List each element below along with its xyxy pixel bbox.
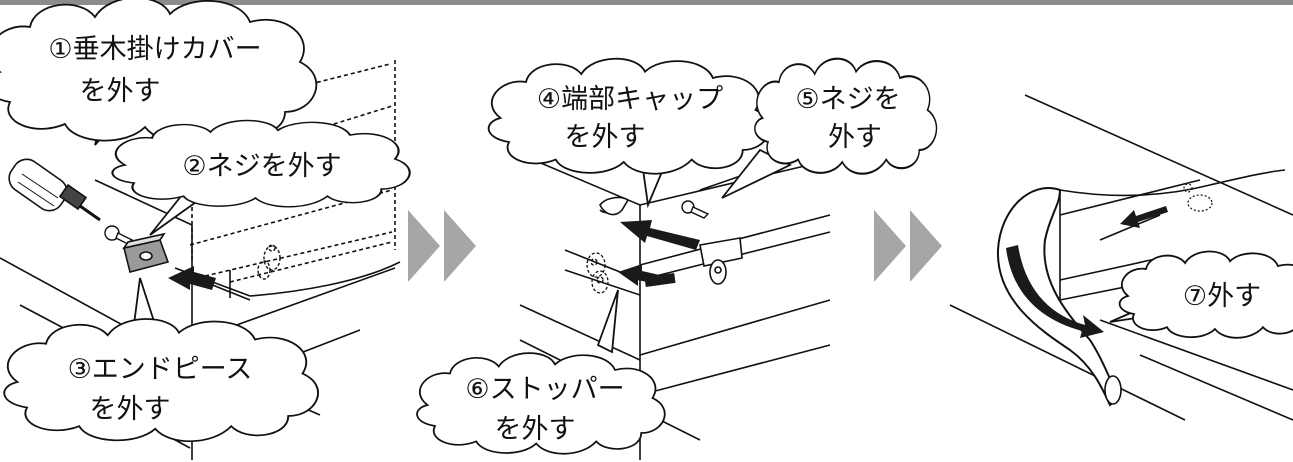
arrow-icon [620, 220, 700, 250]
arrow-icon [1006, 245, 1104, 338]
callout-step-1: ①垂木掛けカバー を外す [0, 0, 318, 146]
arrow-icon [618, 264, 664, 286]
step-6-line2: を外す [495, 414, 576, 445]
next-chevron-icon [874, 210, 942, 282]
arrow-icon [1120, 206, 1168, 228]
step-3-line2: を外す [90, 394, 171, 425]
callout-step-3: ③エンドピース を外す [3, 277, 319, 443]
callout-step-4: ④端部キャップ を外す [487, 57, 771, 209]
top-rule [0, 0, 1293, 5]
step-1-line2: を外す [80, 76, 161, 107]
end-cap-shape [996, 187, 1120, 407]
panel-step-4-6: ④端部キャップ を外す ⑤ネジを 外す ⑥ストッパー を外す [416, 57, 938, 460]
step-6-line1: ⑥ストッパー [465, 374, 624, 405]
step-5-line1: ⑤ネジを [795, 84, 900, 115]
next-chevron-icon [408, 210, 476, 282]
screw-icon [681, 200, 710, 219]
step-3-line1: ③エンドピース [68, 354, 253, 385]
step-7-line1: ⑦外す [1183, 281, 1261, 312]
panel-step-7: ⑦外す [949, 94, 1293, 421]
step-5-line2: 外す [828, 122, 882, 153]
end-piece-icon [122, 232, 170, 273]
callout-step-2: ②ネジを外す [111, 119, 411, 236]
step-4-line2: を外す [565, 122, 646, 153]
arrow-icon [168, 266, 216, 290]
panel-step-1-3: ①垂木掛けカバー を外す ②ネジを外す ③エンドピース を外す [0, 0, 411, 460]
step-4-line1: ④端部キャップ [537, 84, 723, 115]
screwdriver-icon [8, 158, 101, 222]
step-1-line1: ①垂木掛けカバー [48, 34, 261, 65]
callout-step-7: ⑦外す [1109, 250, 1293, 339]
step-2-line1: ②ネジを外す [182, 151, 341, 182]
callout-step-6: ⑥ストッパー を外す [416, 289, 666, 455]
callout-step-5: ⑤ネジを 外す [721, 57, 938, 199]
